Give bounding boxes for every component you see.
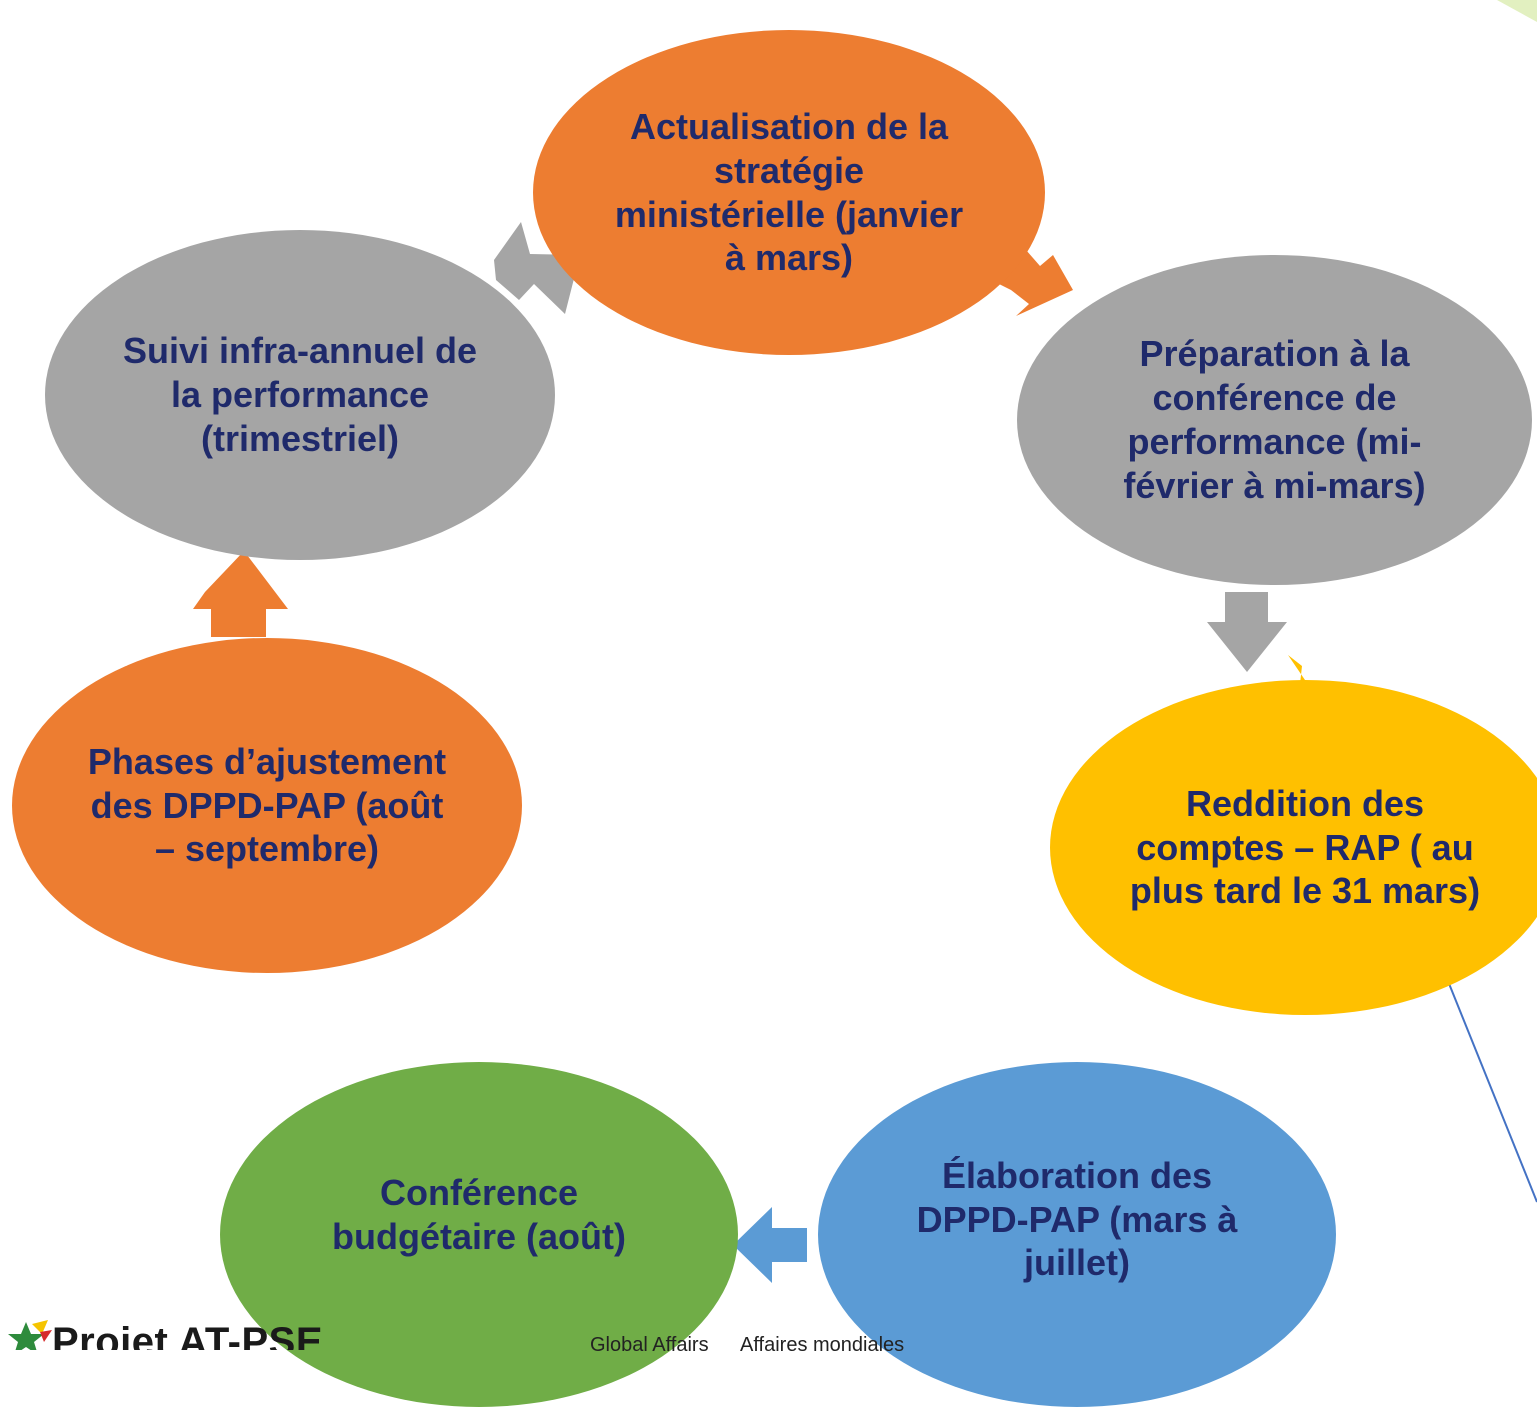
node-actualisation-line-2: stratégie (713, 149, 865, 191)
node-preparation-line-4: février à mi-mars) (1123, 464, 1426, 506)
node-preparation-label: Préparation à la conférence de performan… (1123, 332, 1425, 508)
node-elaboration-label: Élaboration des DPPD-PAP (mars à juillet… (917, 1154, 1238, 1286)
node-reddition: Reddition des comptes – RAP ( au plus ta… (1050, 680, 1537, 1015)
node-elaboration-line-1: Élaboration des (941, 1154, 1213, 1196)
node-ajustement-label: Phases d’ajustement des DPPD-PAP (août –… (88, 740, 446, 872)
node-ajustement-line-2: des DPPD-PAP (août (90, 784, 444, 826)
node-reddition-line-3: plus tard le 31 mars) (1129, 870, 1481, 912)
node-suivi: Suivi infra-annuel de la performance (tr… (45, 230, 555, 560)
node-actualisation-line-4: à mars) (724, 237, 854, 279)
node-preparation-line-2: conférence de (1152, 377, 1397, 419)
node-conference-line-2: budgétaire (août) (332, 1215, 626, 1257)
corner-accent (1497, 0, 1537, 22)
node-reddition-line-2: comptes – RAP ( au (1136, 826, 1474, 868)
node-preparation: Préparation à la conférence de performan… (1017, 255, 1532, 585)
node-ajustement-line-3: – septembre) (154, 828, 380, 870)
node-actualisation-line-3: ministérielle (janvier (614, 193, 964, 235)
star-logo-icon (8, 1320, 52, 1350)
arrow-ajustement-to-suivi (193, 551, 288, 637)
node-reddition-line-1: Reddition des (1185, 782, 1424, 824)
node-ajustement-line-1: Phases d’ajustement (87, 740, 447, 782)
partner-text-2: Affaires mondiales (740, 1334, 905, 1356)
node-reddition-label: Reddition des comptes – RAP ( au plus ta… (1130, 782, 1480, 914)
node-elaboration-line-3: juillet) (1023, 1242, 1130, 1284)
node-actualisation-label: Actualisation de la stratégie ministérie… (615, 105, 963, 281)
arrow-elaboration-to-conference (733, 1207, 807, 1283)
project-logo: Projet AT-PSE (0, 1316, 380, 1350)
node-conference-line-1: Conférence (379, 1171, 579, 1213)
node-elaboration-line-2: DPPD-PAP (mars à (916, 1198, 1238, 1240)
node-suivi-line-2: la performance (170, 374, 430, 416)
node-actualisation-line-1: Actualisation de la (629, 105, 949, 147)
node-conference-label: Conférence budgétaire (août) (332, 1171, 626, 1259)
logo-text: Projet AT-PSE (52, 1320, 323, 1350)
node-preparation-line-3: performance (mi- (1127, 421, 1422, 462)
node-suivi-line-1: Suivi infra-annuel de (122, 330, 478, 372)
node-preparation-line-1: Préparation à la (1139, 333, 1410, 375)
node-actualisation: Actualisation de la stratégie ministérie… (533, 30, 1045, 355)
node-ajustement: Phases d’ajustement des DPPD-PAP (août –… (12, 638, 522, 973)
node-suivi-line-3: (trimestriel) (200, 417, 400, 459)
arrow-suivi-to-actualisation (494, 222, 580, 314)
node-suivi-label: Suivi infra-annuel de la performance (tr… (123, 329, 477, 461)
arrow-preparation-to-reddition (1207, 592, 1287, 672)
partner-text-1: Global Affairs (590, 1334, 709, 1356)
